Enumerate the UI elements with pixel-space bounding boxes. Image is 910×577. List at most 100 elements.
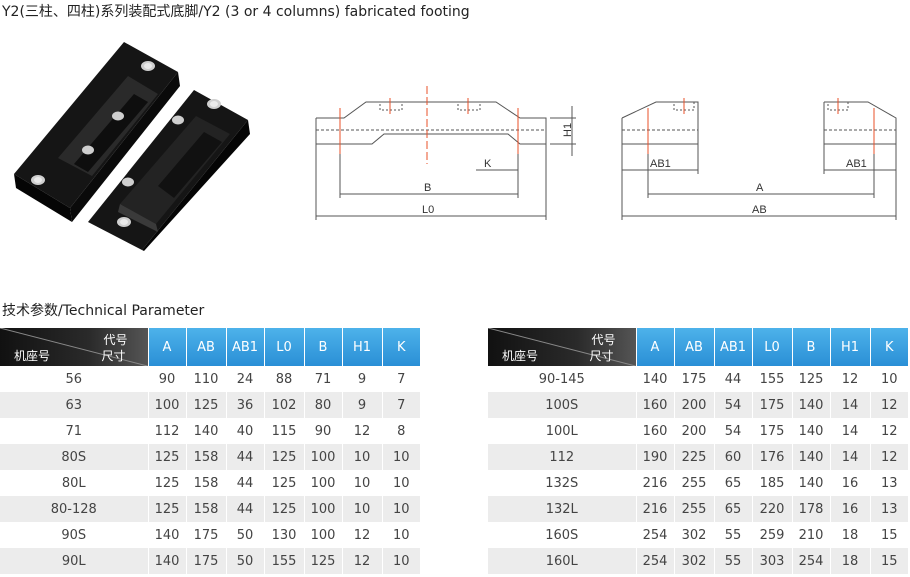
label-ab1-right: AB1 [846,158,867,170]
value-cell: 125 [791,366,830,392]
frame-size-cell: 80-128 [0,496,148,522]
value-cell: 175 [751,418,792,444]
value-cell: 44 [225,496,264,522]
corner-frame-label: 机座号 [14,349,51,363]
value-cell: 140 [147,548,186,574]
column-header-ab1: AB1 [713,328,752,366]
value-cell: 14 [829,418,870,444]
value-cell: 10 [341,496,382,522]
value-cell: 60 [713,444,752,470]
value-cell: 18 [829,522,870,548]
value-cell: 18 [829,548,870,574]
value-cell: 190 [635,444,674,470]
value-cell: 158 [185,496,226,522]
value-cell: 10 [341,444,382,470]
page-title: Y2(三柱、四柱)系列装配式底脚/Y2 (3 or 4 columns) fab… [2,4,470,20]
value-cell: 44 [225,470,264,496]
value-cell: 15 [869,522,908,548]
value-cell: 259 [751,522,792,548]
value-cell: 13 [869,470,908,496]
column-header-ab: AB [673,328,714,366]
section-title: 技术参数/Technical Parameter [2,303,205,319]
value-cell: 115 [263,418,304,444]
value-cell: 12 [341,418,382,444]
value-cell: 40 [225,418,264,444]
label-h1: H1 [562,123,574,137]
value-cell: 140 [791,444,830,470]
value-cell: 125 [263,470,304,496]
value-cell: 155 [751,366,792,392]
label-l0: L0 [422,204,434,216]
value-cell: 50 [225,548,264,574]
value-cell: 7 [381,366,420,392]
value-cell: 254 [791,548,830,574]
value-cell: 36 [225,392,264,418]
value-cell: 100 [303,496,342,522]
value-cell: 140 [791,418,830,444]
value-cell: 112 [147,418,186,444]
value-cell: 12 [869,392,908,418]
table-corner-header: 代号 尺寸 机座号 [0,328,148,366]
value-cell: 14 [829,444,870,470]
frame-size-cell: 100S [488,392,636,418]
label-b: B [424,182,431,194]
corner-code-label: 代号 [591,333,616,347]
frame-size-cell: 160L [488,548,636,574]
value-cell: 255 [673,470,714,496]
column-header-k: K [869,328,908,366]
value-cell: 10 [381,522,420,548]
value-cell: 125 [263,444,304,470]
value-cell: 303 [751,548,792,574]
value-cell: 16 [829,496,870,522]
value-cell: 158 [185,470,226,496]
value-cell: 65 [713,470,752,496]
value-cell: 12 [869,444,908,470]
column-header-b: B [303,328,342,366]
value-cell: 160 [635,392,674,418]
frame-size-cell: 71 [0,418,148,444]
value-cell: 102 [263,392,304,418]
value-cell: 110 [185,366,226,392]
value-cell: 12 [341,522,382,548]
value-cell: 255 [673,496,714,522]
value-cell: 90 [147,366,186,392]
value-cell: 24 [225,366,264,392]
dimension-drawing: H1 K B L0 AB1 AB1 A AB [315,86,897,220]
value-cell: 216 [635,470,674,496]
left-footing-image [14,42,180,222]
value-cell: 13 [869,496,908,522]
value-cell: 10 [341,470,382,496]
column-header-a: A [147,328,186,366]
value-cell: 7 [381,392,420,418]
frame-size-cell: 160S [488,522,636,548]
value-cell: 8 [381,418,420,444]
frame-size-cell: 56 [0,366,148,392]
right-footing-image [88,90,250,251]
value-cell: 100 [303,444,342,470]
column-header-a: A [635,328,674,366]
value-cell: 185 [751,470,792,496]
value-cell: 220 [751,496,792,522]
value-cell: 12 [829,366,870,392]
end-view [621,98,897,220]
table-corner-header: 代号 尺寸 机座号 [488,328,636,366]
value-cell: 65 [713,496,752,522]
corner-size-label: 尺寸 [589,349,614,363]
value-cell: 254 [635,522,674,548]
product-photo [14,42,250,251]
value-cell: 16 [829,470,870,496]
value-cell: 175 [185,548,226,574]
corner-size-label: 尺寸 [101,349,126,363]
corner-frame-label: 机座号 [502,349,539,363]
value-cell: 130 [263,522,304,548]
frame-size-cell: 90-145 [488,366,636,392]
value-cell: 175 [185,522,226,548]
